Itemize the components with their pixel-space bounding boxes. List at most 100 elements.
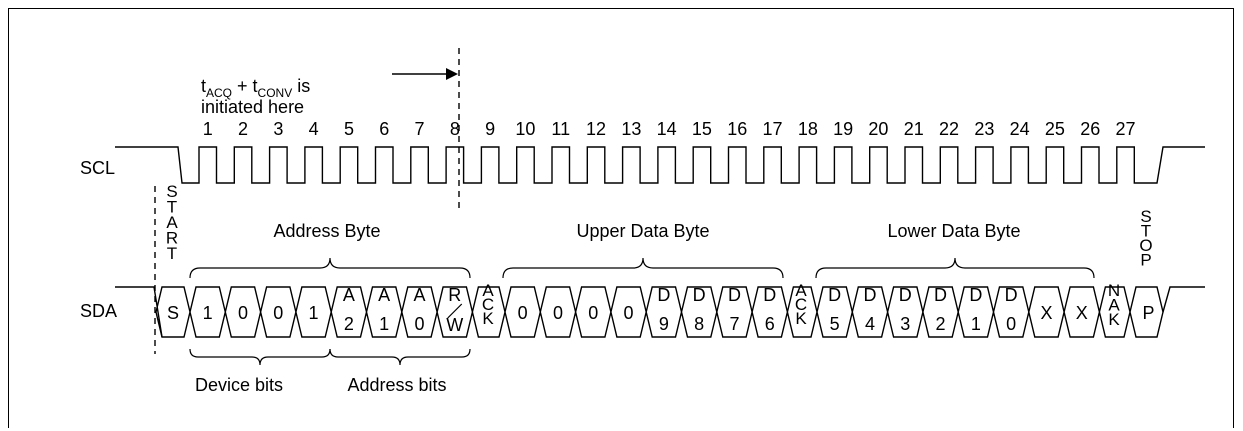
annotation-line1: tACQ + tCONV is (201, 76, 310, 100)
clock-number: 9 (485, 119, 495, 139)
sda-bit: X (1040, 303, 1052, 323)
clock-number: 11 (551, 119, 570, 139)
clock-number: 18 (798, 119, 818, 139)
clock-number: 16 (727, 119, 747, 139)
clock-number: 14 (657, 119, 677, 139)
sda-bit: 0 (624, 303, 634, 323)
stop-label-letter: S (1140, 207, 1151, 226)
start-label-letter: R (166, 229, 178, 248)
diagram-frame (8, 8, 1234, 428)
sda-bit-w: W (446, 315, 463, 335)
nak-label-letter: A (1108, 296, 1120, 315)
sda-bit: 0 (273, 303, 283, 323)
ack2-label-letter: K (795, 309, 807, 328)
clock-number: 2 (238, 119, 248, 139)
sda-bit-bottom: 4 (865, 314, 875, 334)
nak-label-letter: K (1108, 310, 1120, 329)
clock-number: 7 (415, 119, 425, 139)
ack1-label-letter: K (482, 309, 494, 328)
sda-bit-bottom: 5 (830, 314, 840, 334)
sda-bit-bottom: 9 (659, 314, 669, 334)
sda-waveform (115, 286, 1205, 338)
stop-bit: P (1142, 303, 1154, 323)
start-bit: S (167, 303, 179, 323)
clock-number: 1 (203, 119, 213, 139)
clock-number: 6 (379, 119, 389, 139)
start-label-letter: A (166, 213, 178, 232)
sda-bit: 0 (553, 303, 563, 323)
sda-bit-bottom: 1 (379, 314, 389, 334)
upper-data-byte-brace (502, 257, 784, 279)
annotation-conv-subscript: CONV (258, 86, 293, 100)
annotation-line2: initiated here (201, 97, 304, 117)
sda-lead-out (1162, 286, 1205, 313)
clock-number: 4 (309, 119, 319, 139)
sda-bit-r: R (448, 285, 461, 305)
sda-bit: 0 (518, 303, 528, 323)
sda-bit-top: A (343, 285, 355, 305)
clock-number: 8 (450, 119, 460, 139)
sda-bit-bottom: 8 (694, 314, 704, 334)
scl-waveform (115, 146, 1205, 184)
sda-bit-top: D (863, 285, 876, 305)
sda-bit: 1 (309, 303, 319, 323)
clock-number: 19 (833, 119, 853, 139)
clock-number: 22 (939, 119, 959, 139)
scl-trace (115, 146, 1205, 184)
stop-label-letter: O (1139, 236, 1152, 255)
sda-bit-bottom: 0 (414, 314, 424, 334)
sda-bit: 0 (588, 303, 598, 323)
clock-number: 24 (1010, 119, 1030, 139)
clock-number: 25 (1045, 119, 1065, 139)
clock-number: 21 (904, 119, 924, 139)
clock-number: 26 (1080, 119, 1100, 139)
annotation-t1: t (201, 76, 206, 96)
lower-data-byte-label: Lower Data Byte (887, 221, 1020, 241)
clock-number: 5 (344, 119, 354, 139)
annotation-plus: + t (232, 76, 258, 96)
clock-number: 27 (1116, 119, 1136, 139)
sda-bit-top: D (728, 285, 741, 305)
sda-bit: X (1076, 303, 1088, 323)
clock-number: 13 (621, 119, 641, 139)
address-byte-brace (189, 257, 471, 279)
device-bits-label: Device bits (195, 375, 283, 395)
sda-bit-bottom: 2 (936, 314, 946, 334)
ack2-label-letter: C (795, 295, 807, 314)
start-label-letter: S (166, 182, 177, 201)
clock-number: 3 (273, 119, 283, 139)
address-bits-brace (329, 348, 471, 366)
ack1-label-letter: A (482, 281, 494, 300)
sda-bit-bottom: 7 (729, 314, 739, 334)
scl-label: SCL (80, 158, 115, 178)
lower-data-byte-brace (815, 257, 1095, 279)
sda-bit-bottom: 6 (765, 314, 775, 334)
ack2-label-letter: A (795, 281, 807, 300)
address-bits-label: Address bits (347, 375, 446, 395)
address-byte-label: Address Byte (273, 221, 380, 241)
annotation-is: is (292, 76, 310, 96)
device-bits-brace (189, 348, 331, 366)
start-label-letter: T (167, 198, 177, 217)
clock-number: 20 (868, 119, 888, 139)
rw-slash (447, 303, 463, 319)
sda-bit-top: D (828, 285, 841, 305)
sda-bit-top: D (899, 285, 912, 305)
sda-bit: 0 (238, 303, 248, 323)
braces (189, 257, 1095, 366)
sda-trace (155, 286, 1164, 338)
nak-label-letter: N (1108, 281, 1120, 300)
clock-number: 15 (692, 119, 712, 139)
sda-bit-bottom: 2 (344, 314, 354, 334)
sda-bit-top: A (413, 285, 425, 305)
start-label-letter: T (167, 244, 177, 263)
sda-bit-top: D (763, 285, 776, 305)
sda-lead-in (115, 286, 163, 338)
clock-number: 10 (515, 119, 535, 139)
sda-bit-top: D (969, 285, 982, 305)
ack1-label-letter: C (482, 295, 494, 314)
sda-bit-bottom: 3 (900, 314, 910, 334)
